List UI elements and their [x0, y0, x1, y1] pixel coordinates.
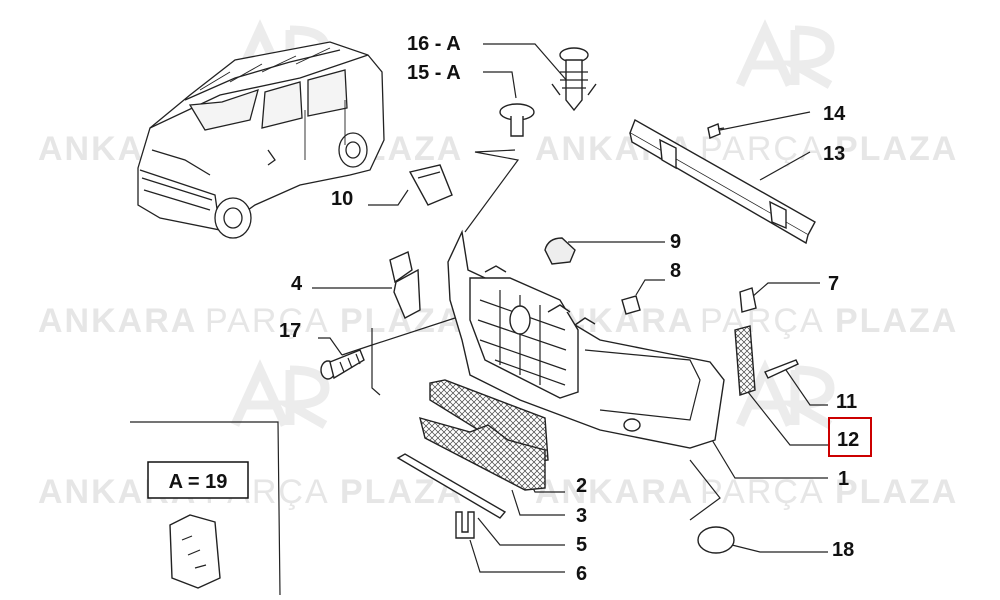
watermark-word-2: PARÇA: [700, 130, 825, 168]
part-13-crossbeam: [629, 118, 816, 245]
callout-14: 14: [823, 103, 846, 125]
callout-9: 9: [670, 231, 681, 253]
callout-12: 12: [837, 429, 859, 451]
part-2-lower-grille: [429, 379, 549, 463]
callout-labels: 16 - A 15 - A 14 13 10 9 8 4 7 17 11 12 …: [279, 33, 859, 585]
part-12-side-grille: [734, 325, 756, 396]
watermark-word-2: PARÇA: [700, 473, 825, 511]
part-1-front-bumper: [447, 229, 725, 449]
callout-17: 17: [279, 320, 301, 342]
part-4-cover: [389, 251, 421, 319]
callout-4: 4: [291, 273, 303, 295]
callout-13: 13: [823, 143, 845, 165]
part-11-pin: [764, 359, 799, 379]
watermark-word-2: PARÇA: [700, 302, 825, 340]
part-6-clip: [455, 511, 475, 539]
callout-7: 7: [828, 273, 839, 295]
highlight-box: [828, 417, 872, 457]
watermark-word-3: PLAZA: [835, 130, 958, 168]
callout-8: 8: [670, 260, 681, 282]
part-18-cap: [697, 526, 735, 554]
legend-box: [147, 461, 249, 499]
callout-16: 16 - A: [407, 33, 461, 55]
watermark-word-2: PARÇA: [205, 302, 330, 340]
callout-15: 15 - A: [407, 62, 461, 84]
callout-10: 10: [331, 188, 353, 210]
part-16-clip: [551, 47, 597, 112]
callout-1: 1: [838, 468, 849, 490]
part-19-shield: [169, 514, 221, 589]
watermark-word-3: PLAZA: [835, 473, 958, 511]
callout-11: 11: [836, 391, 857, 413]
part-5-trim-strip: [396, 453, 507, 519]
callout-2: 2: [576, 475, 587, 497]
part-17-bolt: [320, 349, 365, 380]
watermark-word-1: ANKARA: [38, 302, 197, 340]
callout-5: 5: [576, 534, 587, 556]
part-3-center-grille: [419, 417, 546, 491]
legend-text: A = 19: [169, 471, 228, 493]
leader-lines: [130, 43, 828, 596]
watermark-word-3: PLAZA: [835, 302, 958, 340]
callout-6: 6: [576, 563, 587, 585]
part-8-clip: [621, 295, 641, 315]
part-14-screw: [707, 123, 725, 139]
part-7-bracket: [739, 287, 757, 313]
part-15-push-pin: [499, 103, 535, 137]
van-illustration: [137, 41, 385, 239]
part-9-bracket: [544, 237, 576, 265]
callout-3: 3: [576, 505, 587, 527]
part-10-tow-cover: [408, 164, 453, 206]
callout-18: 18: [832, 539, 854, 561]
